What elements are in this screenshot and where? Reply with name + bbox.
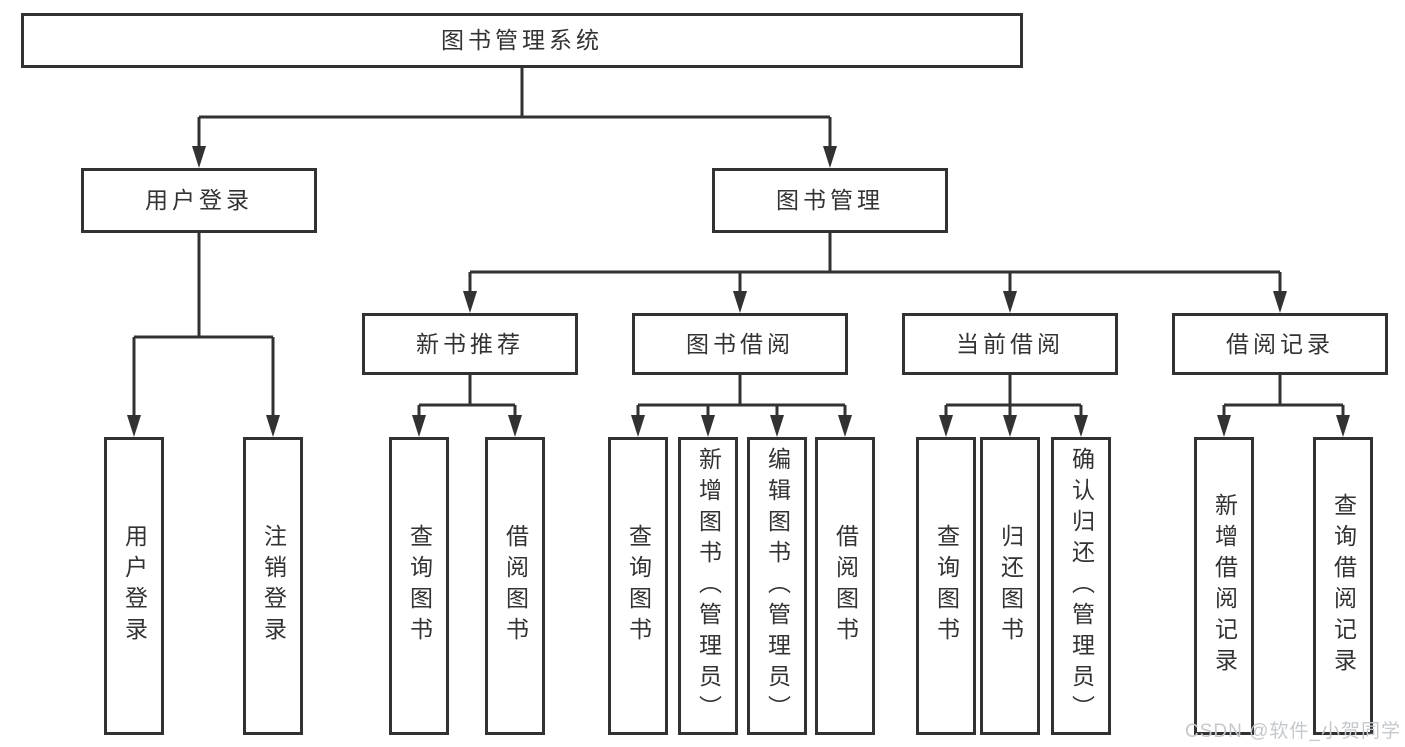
leaf-label: 查询借阅记录: [1330, 493, 1357, 679]
leaf-user-login: 用户登录: [104, 437, 164, 735]
leaf-label: 借阅图书: [502, 524, 529, 648]
connector-paths: [132, 68, 1345, 419]
leaf-label: 归还图书: [997, 524, 1024, 648]
leaf-query-books: 查询图书: [608, 437, 668, 735]
leaf-borrow-books: 借阅图书: [815, 437, 875, 735]
leaf-logout: 注销登录: [243, 437, 303, 735]
leaf-confirm-return-admin: 确认归还（管理员）: [1051, 437, 1111, 735]
leaf-label: 新增借阅记录: [1211, 493, 1238, 679]
leaf-label: 新增图书（管理员）: [695, 446, 722, 726]
leaf-label: 查询图书: [406, 524, 433, 648]
node-label: 图书借阅: [686, 330, 794, 357]
node-library-management-system: 图书管理系统: [21, 13, 1023, 68]
node-label: 图书管理: [776, 187, 884, 213]
leaf-label: 编辑图书（管理员）: [764, 446, 791, 726]
node-label: 用户登录: [145, 187, 253, 213]
leaf-label: 确认归还（管理员）: [1068, 446, 1095, 726]
leaf-add-borrow-record: 新增借阅记录: [1194, 437, 1254, 735]
leaf-query-borrow-record: 查询借阅记录: [1313, 437, 1373, 735]
leaf-borrow-books: 借阅图书: [485, 437, 545, 735]
node-label: 当前借阅: [956, 330, 1064, 357]
node-label: 新书推荐: [416, 330, 524, 357]
leaf-add-books-admin: 新增图书（管理员）: [678, 437, 738, 735]
leaf-query-books: 查询图书: [916, 437, 976, 735]
leaf-label: 注销登录: [260, 524, 287, 648]
node-borrowing-records: 借阅记录: [1172, 313, 1388, 375]
leaf-edit-books-admin: 编辑图书（管理员）: [747, 437, 807, 735]
csdn-watermark: CSDN @软件_小贺同学: [1185, 721, 1401, 742]
leaf-return-books: 归还图书: [980, 437, 1040, 735]
node-label: 图书管理系统: [441, 27, 603, 53]
node-new-book-recommendation: 新书推荐: [362, 313, 578, 375]
leaf-label: 查询图书: [625, 524, 652, 648]
leaf-label: 用户登录: [121, 524, 148, 648]
node-label: 借阅记录: [1226, 330, 1334, 357]
node-user-login-branch: 用户登录: [81, 168, 317, 233]
leaf-label: 借阅图书: [832, 524, 859, 648]
arrowheads: [127, 146, 1350, 437]
node-book-borrowing: 图书借阅: [632, 313, 848, 375]
node-current-borrowing: 当前借阅: [902, 313, 1118, 375]
node-book-management-branch: 图书管理: [712, 168, 948, 233]
leaf-label: 查询图书: [933, 524, 960, 648]
leaf-query-books: 查询图书: [389, 437, 449, 735]
